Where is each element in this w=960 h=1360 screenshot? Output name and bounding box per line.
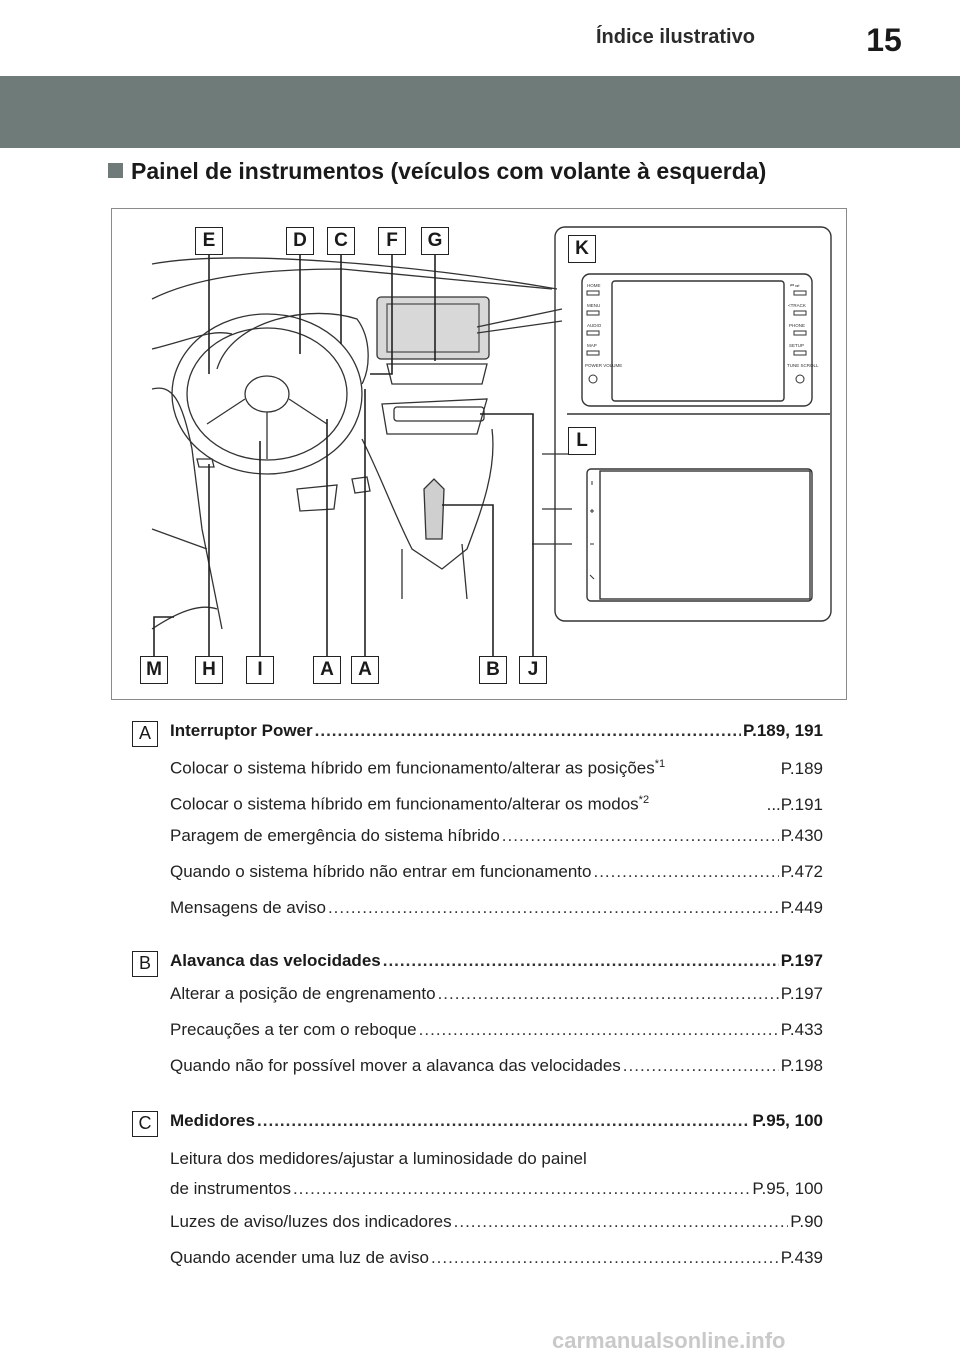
- radio-btn-phone: PHONE: [789, 323, 805, 328]
- entry-c: C MedidoresP.95, 100 Leitura dos medidor…: [0, 1106, 960, 1286]
- item-text: Alterar a posição de engrenamento: [170, 984, 436, 1003]
- entry-item: Colocar o sistema híbrido em funcionamen…: [170, 746, 823, 782]
- label-H: H: [195, 656, 223, 684]
- label-I: I: [246, 656, 274, 684]
- entry-title-row: Alavanca das velocidades P.197: [170, 946, 823, 976]
- entry-item: Mensagens de aviso P.449: [170, 890, 823, 926]
- entry-title-row: Interruptor Power P.189, 191: [170, 716, 823, 746]
- radio-btn-audio: AUDIO: [587, 323, 602, 328]
- item-page: P.95, 100: [752, 1179, 823, 1198]
- heading-text: Painel de instrumentos (veículos com vol…: [131, 158, 767, 184]
- entry-pages: P.189, 191: [742, 721, 823, 740]
- watermark: carmanualsonline.info: [552, 1328, 786, 1353]
- radio-btn-home: HOME: [587, 283, 601, 288]
- entry-item: Quando acender uma luz de aviso P.439: [170, 1240, 823, 1276]
- label-G: G: [421, 227, 449, 255]
- item-page: P.430: [780, 826, 823, 845]
- dashboard-illustration: HOME MENU AUDIO MAP POWER VOLUME ⏮ ⏭ <TR…: [111, 208, 847, 700]
- label-A: A: [313, 656, 341, 684]
- page-number: 15: [852, 16, 916, 64]
- entry-title: Alavanca das velocidades: [170, 951, 381, 970]
- label-F: F: [378, 227, 406, 255]
- radio-btn-map: MAP: [587, 343, 597, 348]
- entry-b: B Alavanca das velocidadesP.197 Alterar …: [0, 946, 960, 1106]
- item-text: Precauções a ter com o reboque: [170, 1020, 417, 1039]
- radio-btn-menu: MENU: [587, 303, 600, 308]
- entry-pages: P.95, 100: [752, 1111, 823, 1130]
- entry-title: Interruptor Power: [170, 721, 313, 740]
- item-text: de instrumentos: [170, 1179, 291, 1198]
- item-text: Colocar o sistema híbrido em funcionamen…: [170, 794, 639, 814]
- radio-btn-track: <TRACK: [788, 303, 806, 308]
- entry-letter: A: [132, 721, 158, 747]
- item-page: ...P.191: [766, 794, 823, 814]
- radio-btn-power-volume: POWER VOLUME: [585, 363, 622, 368]
- label-K: K: [568, 235, 596, 263]
- entry-a: A Interruptor Power P.189, 191 Colocar o …: [0, 716, 960, 946]
- label-C: C: [327, 227, 355, 255]
- page-header: Índice ilustrativo 15: [0, 0, 960, 64]
- item-footnote: *1: [654, 758, 666, 770]
- dashboard-drawing: HOME MENU AUDIO MAP POWER VOLUME ⏮ ⏭ <TR…: [151, 226, 832, 657]
- radio-btn-setup: SETUP: [789, 343, 804, 348]
- entry-title-row: Medidores P.95, 100: [170, 1106, 823, 1136]
- item-page: P.439: [780, 1248, 823, 1267]
- entry-item: Colocar o sistema híbrido em funcionamen…: [170, 782, 823, 818]
- item-text: Paragem de emergência do sistema híbrido: [170, 826, 500, 845]
- entry-letter: B: [132, 951, 158, 977]
- item-page: P.433: [780, 1020, 823, 1039]
- grey-banner: [0, 76, 960, 148]
- label-J: J: [519, 656, 547, 684]
- entry-list: A Interruptor Power P.189, 191 Colocar o …: [0, 716, 960, 1286]
- section-heading: Painel de instrumentos (veículos com vol…: [108, 158, 766, 185]
- label-E: E: [195, 227, 223, 255]
- entry-item-line1: Leitura dos medidores/ajustar a luminosi…: [170, 1149, 587, 1168]
- entry-item: Alterar a posição de engrenamento P.197: [170, 976, 823, 1012]
- entry-item: Luzes de aviso/luzes dos indicadores P.90: [170, 1204, 823, 1240]
- square-bullet-icon: [108, 163, 123, 178]
- label-M: M: [140, 656, 168, 684]
- item-page: P.472: [780, 862, 823, 881]
- item-page: P.449: [780, 898, 823, 917]
- radio-btn-seek: ⏮ ⏭: [790, 283, 799, 288]
- item-text: Colocar o sistema híbrido em funcionamen…: [170, 758, 655, 778]
- item-text: Quando acender uma luz de aviso: [170, 1248, 429, 1267]
- item-page: P.198: [780, 1056, 823, 1075]
- entry-item: de instrumentos P.95, 100: [170, 1174, 823, 1204]
- entry-item: Quando o sistema híbrido não entrar em f…: [170, 854, 823, 890]
- item-text: Quando não for possível mover a alavanca…: [170, 1056, 621, 1075]
- entry-item: Precauções a ter com o reboque P.433: [170, 1012, 823, 1048]
- item-page: P.90: [790, 1212, 823, 1231]
- entry-letter: C: [132, 1111, 158, 1137]
- item-text: Luzes de aviso/luzes dos indicadores: [170, 1212, 452, 1231]
- section-title: Índice ilustrativo: [596, 26, 755, 48]
- item-text: Quando o sistema híbrido não entrar em f…: [170, 862, 592, 881]
- label-D: D: [286, 227, 314, 255]
- entry-pages: P.197: [780, 951, 823, 970]
- entry-item: Paragem de emergência do sistema híbrido…: [170, 818, 823, 854]
- radio-btn-tune-scroll: TUNE SCROLL: [787, 363, 819, 368]
- item-page: P.197: [780, 984, 823, 1003]
- item-footnote: *2: [638, 794, 650, 806]
- item-page: P.189: [780, 758, 823, 778]
- entry-item: Quando não for possível mover a alavanca…: [170, 1048, 823, 1084]
- label-A: A: [351, 656, 379, 684]
- label-L: L: [568, 427, 596, 455]
- entry-title: Medidores: [170, 1111, 256, 1130]
- item-text: Mensagens de aviso: [170, 898, 326, 917]
- label-B: B: [479, 656, 507, 684]
